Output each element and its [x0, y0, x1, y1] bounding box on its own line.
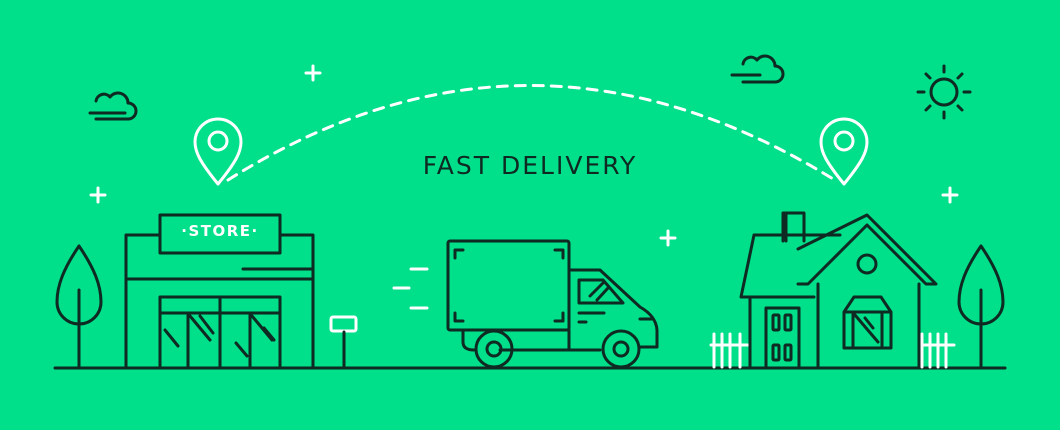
location-pin-icon: [819, 117, 869, 186]
sparkle-plus-icon: [89, 64, 959, 247]
store-icon: [124, 213, 315, 370]
dashed-route-icon: [226, 84, 840, 184]
tree-icon: [957, 244, 1005, 370]
fence-icon: [709, 332, 956, 369]
mailbox-sign-icon: [329, 315, 358, 369]
location-pin-icon: [193, 117, 243, 186]
tree-icon: [55, 244, 103, 370]
sun-icon: [916, 64, 972, 120]
cloud-icon: [88, 91, 138, 121]
house-icon: [739, 211, 938, 370]
banner-title: FAST DELIVERY: [422, 151, 638, 180]
delivery-truck-icon: [446, 239, 659, 369]
store-sign-label: ·STORE·: [181, 222, 259, 240]
speed-lines-icon: [392, 267, 429, 310]
cloud-icon: [730, 54, 785, 84]
